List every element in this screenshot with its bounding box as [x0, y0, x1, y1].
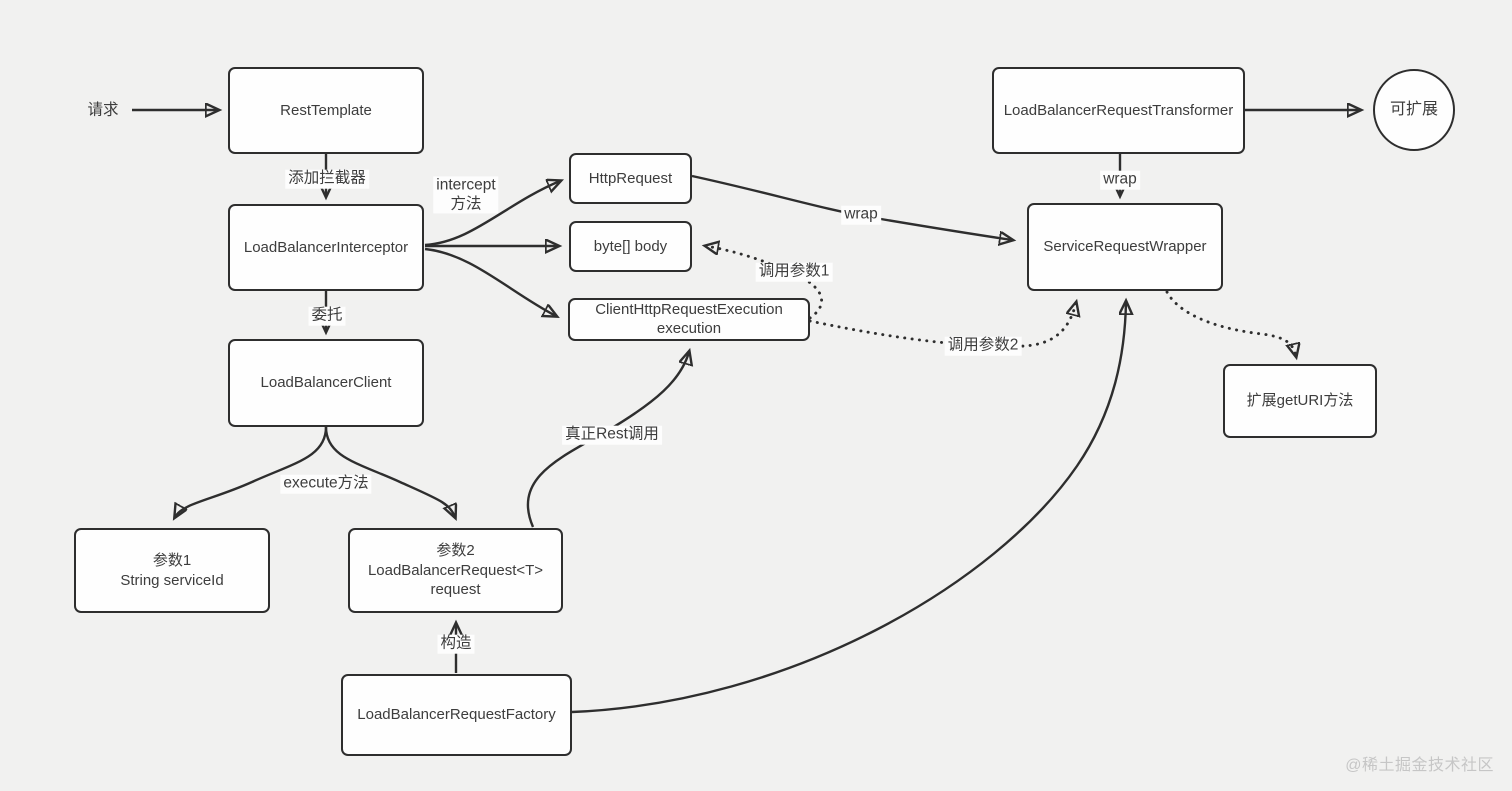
edge-label-call-param1: 调用参数1 — [755, 262, 833, 282]
node-servicerequestwrapper: ServiceRequestWrapper — [1027, 203, 1223, 291]
edge-label-request: 请求 — [87, 101, 119, 119]
edge-label-execute-method: execute方法 — [280, 474, 372, 494]
node-extend-geturi: 扩展getURI方法 — [1223, 364, 1377, 438]
edge-label-construct: 构造 — [437, 634, 475, 654]
node-param1-serviceid: 参数1 String serviceId — [74, 528, 270, 613]
edge-label-intercept-line2: 方法 — [450, 195, 482, 212]
node-httprequest: HttpRequest — [569, 153, 692, 204]
node-param1-line1: 参数1 — [152, 552, 192, 569]
node-loadbalancerrequestfactory: LoadBalancerRequestFactory — [341, 674, 572, 756]
node-servicerequestwrapper-label: ServiceRequestWrapper — [1043, 238, 1207, 256]
node-clienthttprequestexecution: ClientHttpRequestExecution execution — [568, 298, 810, 341]
arrow-factory-to-wrapper-arc — [571, 302, 1126, 714]
node-clienthttprequestexecution-line2: execution — [656, 319, 722, 337]
arrow-interceptor-to-execution — [424, 247, 556, 316]
arrow-interceptor-to-httprequest — [424, 181, 560, 247]
edge-label-delegate: 委托 — [308, 306, 346, 326]
node-param1-line2: String serviceId — [120, 571, 224, 589]
edge-label-wrap-top: wrap — [1100, 170, 1140, 190]
node-extensible-label: 可扩展 — [1389, 100, 1438, 118]
node-loadbalancerinterceptor-label: LoadBalancerInterceptor — [243, 238, 409, 256]
node-httprequest-label: HttpRequest — [588, 169, 673, 187]
node-param2-line1: 参数2 — [436, 542, 475, 560]
node-loadbalancerinterceptor: LoadBalancerInterceptor — [228, 204, 424, 291]
edge-label-call-param2: 调用参数2 — [944, 336, 1022, 356]
edge-label-wrap-mid: wrap — [841, 205, 881, 225]
node-bytebody: byte[] body — [569, 221, 692, 272]
node-param2-loadbalancerrequest: 参数2 LoadBalancerRequest<T> request — [348, 528, 563, 613]
node-loadbalancerrequesttransformer: LoadBalancerRequestTransformer — [992, 67, 1245, 154]
node-param2-line2: LoadBalancerRequest<T> — [367, 561, 544, 579]
edge-label-real-rest-call: 真正Rest调用 — [562, 425, 662, 445]
node-loadbalancerclient-label: LoadBalancerClient — [260, 374, 392, 392]
node-extend-geturi-label: 扩展getURI方法 — [1246, 392, 1354, 410]
edge-label-add-interceptor: 添加拦截器 — [285, 169, 369, 189]
node-param2-line3: request — [430, 581, 481, 599]
arrow-client-to-param1 — [175, 426, 328, 517]
arrow-client-to-param2 — [324, 426, 455, 517]
node-bytebody-label: byte[] body — [593, 237, 668, 255]
node-clienthttprequestexecution-line1: ClientHttpRequestExecution — [595, 300, 783, 318]
node-resttemplate-label: RestTemplate — [280, 101, 372, 119]
node-loadbalancerrequesttransformer-label: LoadBalancerRequestTransformer — [1003, 101, 1234, 119]
dotted-arrow-execution-to-wrapper — [808, 303, 1076, 348]
node-extensible-circle: 可扩展 — [1373, 69, 1455, 151]
edge-label-intercept-method: intercept 方法 — [433, 176, 499, 214]
node-resttemplate: RestTemplate — [228, 67, 424, 154]
edge-label-intercept-line1: intercept — [436, 176, 496, 194]
node-loadbalancerclient: LoadBalancerClient — [228, 339, 424, 427]
node-loadbalancerrequestfactory-label: LoadBalancerRequestFactory — [357, 706, 556, 724]
dotted-arrow-wrapper-to-geturi — [1165, 290, 1296, 356]
watermark: @稀土掘金技术社区 — [1345, 757, 1494, 774]
